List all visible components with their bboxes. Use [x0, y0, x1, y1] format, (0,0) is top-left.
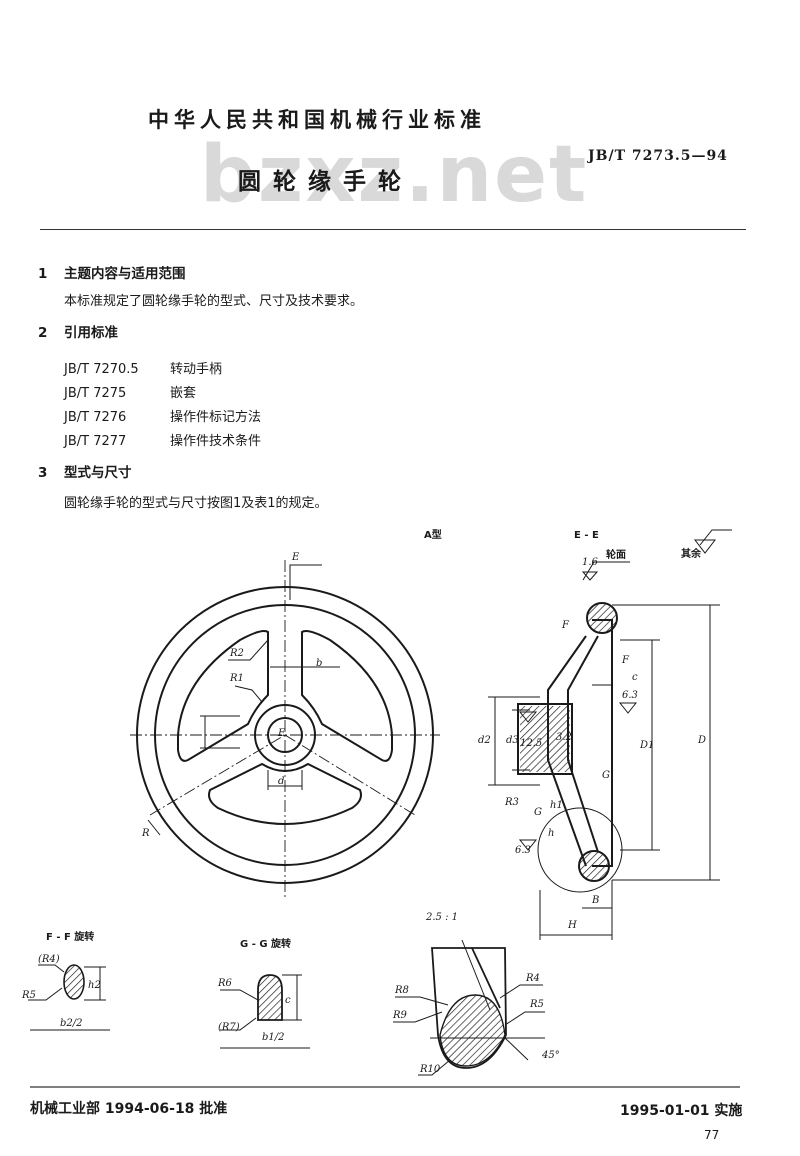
label-R10: R10 — [420, 1064, 441, 1075]
label-b1: b1/2 — [262, 1032, 285, 1043]
label-G: G — [602, 770, 610, 781]
document-title: 圆轮缘手轮 — [238, 169, 413, 195]
label-F: F — [562, 620, 569, 631]
label-B: B — [592, 895, 600, 906]
label-R5: R5 — [22, 990, 36, 1001]
standard-code: JB/T 7273.5—94 — [588, 148, 728, 164]
label-c: c — [632, 672, 638, 683]
label-E: E — [292, 552, 300, 563]
roughness-3-2: 3.2 — [556, 732, 572, 743]
roughness-other-label: 其余 — [681, 549, 701, 560]
label-d: d — [278, 776, 285, 787]
label-b2: b2/2 — [60, 1018, 83, 1029]
label-R5-detail: R5 — [530, 999, 544, 1010]
label-G2: G — [534, 807, 542, 818]
label-R4: (R4) — [38, 954, 60, 965]
approval-note: 机械工业部 1994-06-18 批准 — [30, 1101, 228, 1117]
label-R9: R9 — [393, 1010, 407, 1021]
roughness-value: 1.6 — [582, 557, 598, 568]
label-R: R — [142, 828, 150, 839]
label-angle: 45° — [542, 1050, 560, 1061]
label-R4-detail: R4 — [526, 973, 540, 984]
header-divider — [40, 229, 746, 230]
label-R8: R8 — [395, 985, 409, 996]
label-d3: d3 — [506, 735, 519, 746]
roughness-6-3b: 6.3 — [515, 845, 531, 856]
label-c-gg: c — [285, 995, 291, 1006]
roughness-6-3: 6.3 — [622, 690, 638, 701]
section-3-body: 圆轮缘手轮的型式与尺寸按图1及表1的规定。 — [64, 496, 328, 511]
label-h1: h1 — [550, 800, 563, 811]
label-R7: (R7) — [218, 1022, 240, 1033]
label-h2: h2 — [88, 980, 101, 991]
page-number: 77 — [704, 1128, 720, 1142]
label-R2: R1 — [230, 673, 244, 684]
effective-date: 1995-01-01 实施 — [620, 1103, 743, 1119]
label-D: D — [698, 735, 707, 746]
roughness-12-5: 12.5 — [520, 738, 543, 749]
ff-caption: F - F 旋转 — [46, 932, 95, 943]
detail-scale: 2.5 : 1 — [426, 912, 458, 923]
label-R6: R6 — [218, 978, 232, 989]
label-D1: D1 — [640, 740, 655, 751]
issuing-organization: 中华人民共和国机械行业标准 — [148, 108, 486, 132]
type-label: A型 — [424, 530, 442, 541]
label-R1: R2 — [230, 648, 244, 659]
label-h: h — [548, 828, 555, 839]
label-F2: F — [622, 655, 629, 666]
section-label: E - E — [574, 530, 599, 541]
label-R3: R3 — [505, 797, 519, 808]
section-1-body: 本标准规定了圆轮缘手轮的型式、尺寸及技术要求。 — [64, 294, 364, 309]
label-H: H — [568, 920, 577, 931]
label-E-center: E — [278, 728, 286, 739]
gg-caption: G - G 旋转 — [240, 939, 292, 950]
watermark: bzxz.net — [200, 130, 589, 220]
label-b: b — [316, 658, 323, 669]
roughness-note: 轮面 — [606, 550, 626, 561]
label-d2: d2 — [478, 735, 491, 746]
